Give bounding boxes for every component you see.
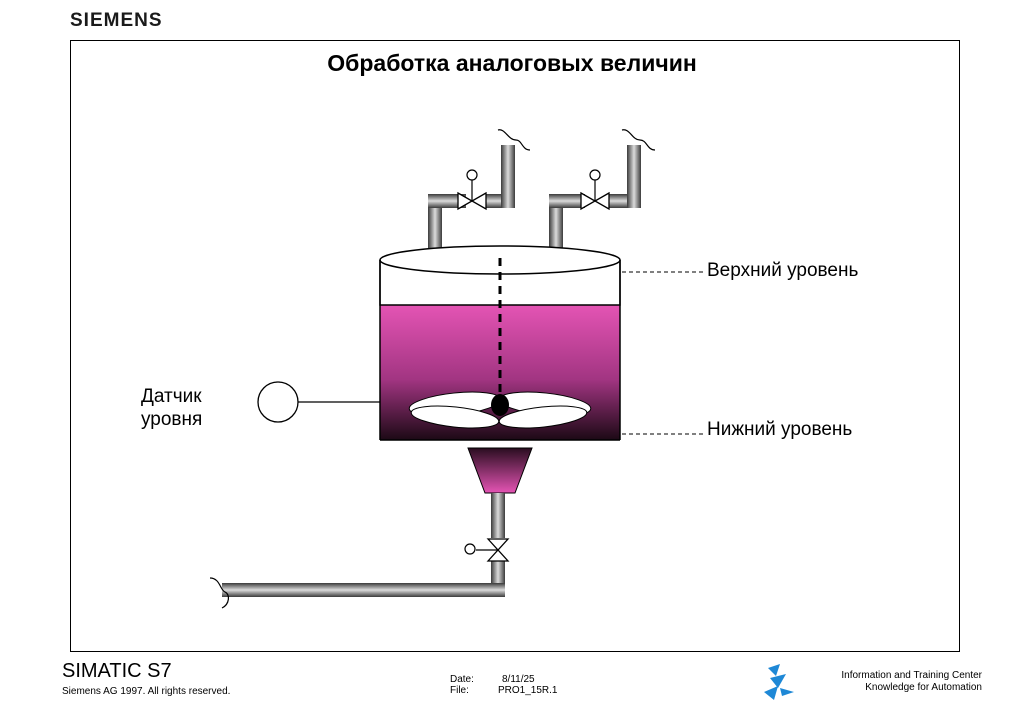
- date-label: Date:: [450, 674, 474, 685]
- training-center-logo-icon: [764, 664, 794, 700]
- date-value: 8/11/25: [502, 674, 535, 685]
- valve-icon: [580, 169, 610, 211]
- outlet-pipe: [209, 493, 505, 609]
- file-label: File:: [450, 685, 469, 696]
- valve-icon: [457, 169, 487, 211]
- stirrer-icon: [408, 391, 592, 429]
- inlet-pipe-right: [549, 129, 656, 260]
- product-name: SIMATIC S7: [62, 660, 172, 682]
- training-center-text: Information and Training Center Knowledg…: [841, 670, 982, 694]
- inlet-pipe-left: [428, 129, 531, 260]
- file-value: PRO1_15R.1: [498, 685, 558, 696]
- level-sensor-icon: [257, 381, 380, 423]
- page-title: Обработка аналоговых величин: [327, 50, 697, 76]
- sensor-label-line2: уровня: [141, 409, 203, 430]
- valve-icon: [464, 538, 510, 562]
- sensor-label-line1: Датчик: [141, 386, 202, 407]
- diagram-frame: [70, 40, 960, 652]
- tank-outlet-funnel: [467, 447, 533, 494]
- training-center-line2: Knowledge for Automation: [865, 682, 982, 693]
- tank: [379, 245, 621, 441]
- copyright-text: Siemens AG 1997. All rights reserved.: [62, 686, 231, 697]
- lower-level-label: Нижний уровень: [707, 419, 853, 440]
- siemens-logo-text: SIEMENS: [70, 10, 163, 31]
- upper-level-label: Верхний уровень: [707, 260, 859, 281]
- training-center-line1: Information and Training Center: [841, 670, 982, 681]
